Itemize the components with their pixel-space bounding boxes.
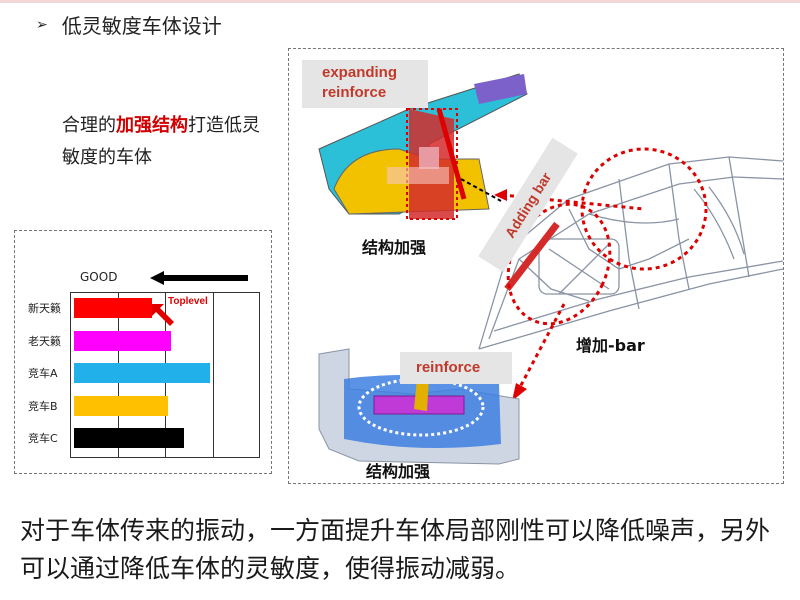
car-body-diagram xyxy=(318,73,783,465)
top-accent-line xyxy=(0,0,800,3)
toplevel-annotation: Toplevel xyxy=(168,296,208,307)
chart-bar xyxy=(74,428,185,448)
chart-container xyxy=(14,230,272,474)
good-direction-arrow-icon xyxy=(150,271,248,285)
chart-category-label: 老天籁 xyxy=(28,334,61,348)
heading-text: 低灵敏度车体设计 xyxy=(61,14,222,38)
floor-reinforce-part xyxy=(318,348,520,465)
reinforce-tag: reinforce xyxy=(400,352,512,384)
chart-bar xyxy=(74,363,210,383)
added-bar xyxy=(504,221,560,292)
add-bar-label: 增加-bar xyxy=(576,336,645,355)
diagram-panel xyxy=(288,48,784,484)
chart-bar xyxy=(74,298,153,318)
subtitle-highlight: 加强结构 xyxy=(116,115,188,136)
structure-label-bottom: 结构加强 xyxy=(366,462,431,481)
chart-category-label: 竞车C xyxy=(28,432,58,445)
chart-bar xyxy=(74,330,171,351)
bullet-arrow-icon: ➢ xyxy=(36,16,48,33)
bottom-paragraph: 对于车体传来的振动，一方面提升车体局部刚性可以降低噪声，另外可以通过降低车体的灵… xyxy=(20,516,771,583)
rear-quarter-structure xyxy=(318,73,528,220)
chart-category-label: 新天籁 xyxy=(28,302,61,315)
chart-category-label: 竞车B xyxy=(28,399,58,413)
good-label: GOOD xyxy=(80,270,118,284)
subtitle-pre: 合理的 xyxy=(62,115,116,136)
subtitle: 合理的加强结构打造低灵敏度的车体 xyxy=(62,110,272,174)
structure-label-top: 结构加强 xyxy=(362,238,427,257)
chart-category-label: 竞车A xyxy=(28,367,58,380)
expanding-reinforce-tag: expanding reinforce xyxy=(302,60,428,108)
bar-highlight-circle xyxy=(506,202,612,326)
chart-bar xyxy=(74,395,169,416)
subtitle-post: 打造低灵敏度的车体 xyxy=(62,115,260,168)
chart-gridline xyxy=(212,292,214,458)
toplevel-arrow-icon xyxy=(152,304,174,326)
slide-heading: ➢ 低灵敏度车体设计 xyxy=(36,10,222,39)
pillar-highlight-circle xyxy=(580,147,708,271)
